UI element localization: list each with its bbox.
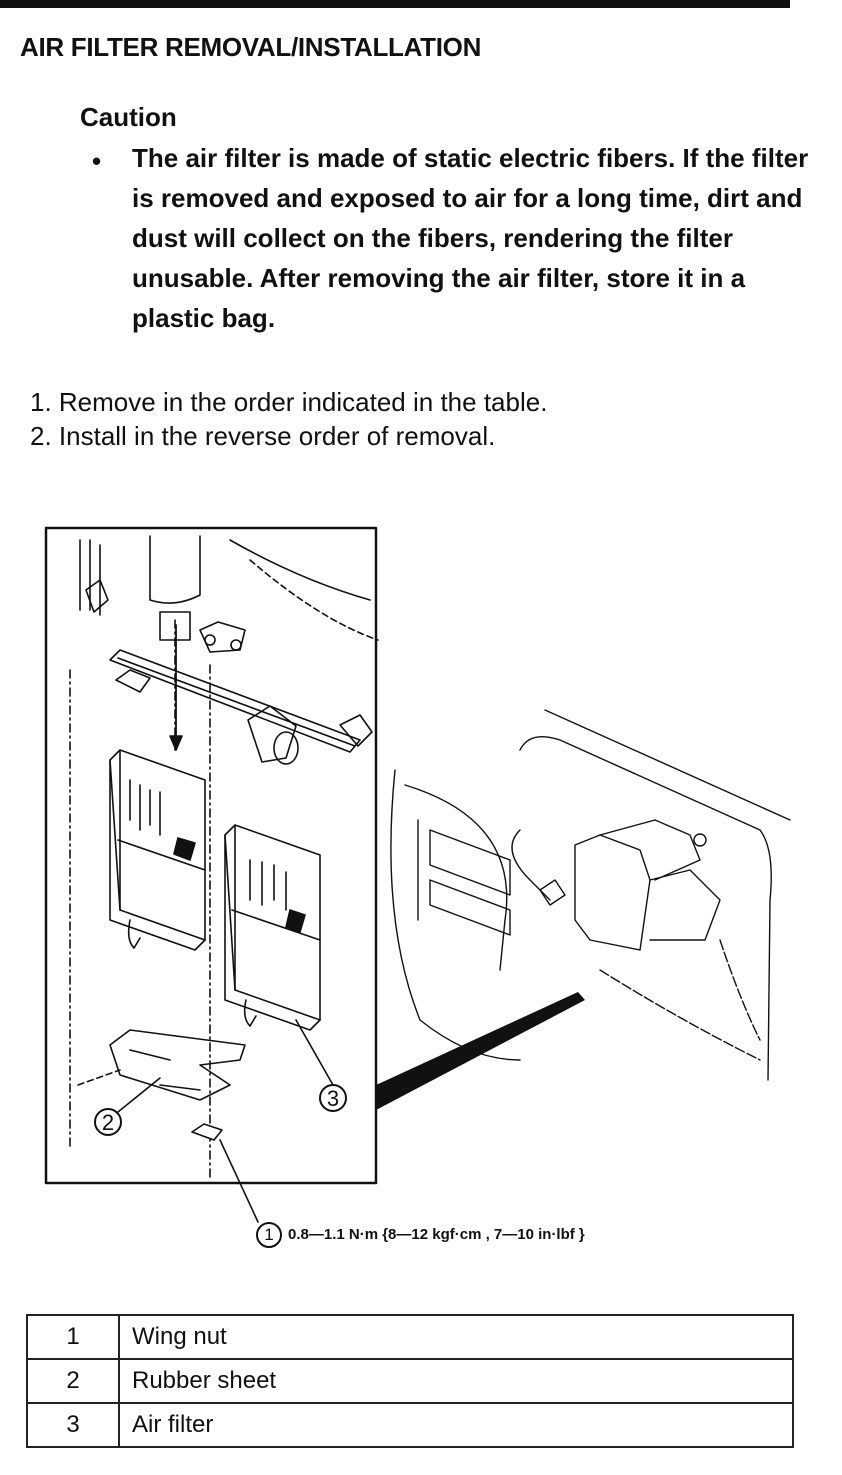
callout-3: 3: [319, 1084, 347, 1112]
step-item: 2. Install in the reverse order of remov…: [30, 421, 496, 451]
air-filter-right: [224, 824, 321, 1031]
detail-frame: [44, 526, 378, 1185]
page-title: AIR FILTER REMOVAL/INSTALLATION: [20, 32, 482, 62]
air-filter-left: [109, 749, 206, 951]
filter-housing-bracket: [79, 535, 379, 765]
caution-bullet: •: [92, 146, 102, 176]
caution-heading: Caution: [80, 102, 177, 132]
air-filter-illustration: 2 3: [44, 526, 791, 1223]
part-name: Wing nut: [118, 1314, 794, 1360]
part-name: Rubber sheet: [118, 1358, 794, 1404]
dashboard-view: [390, 709, 791, 1081]
svg-text:3: 3: [327, 1086, 339, 1111]
top-rule: [0, 0, 790, 8]
part-number: 1: [26, 1314, 120, 1360]
torque-spec: 1 0.8—1.1 N·m {8—12 kgf·cm , 7—10 in·lbf …: [256, 1222, 585, 1248]
detail-pointer: [376, 992, 585, 1110]
callout-1: 1: [256, 1222, 282, 1248]
part-name: Air filter: [118, 1402, 794, 1448]
svg-text:2: 2: [102, 1110, 114, 1135]
part-number: 2: [26, 1358, 120, 1404]
parts-table: 1 Wing nut 2 Rubber sheet 3 Air filter: [26, 1314, 794, 1448]
rubber-sheet: [77, 1029, 246, 1101]
part-number: 3: [26, 1402, 120, 1448]
table-row: 2 Rubber sheet: [26, 1358, 794, 1404]
step-item: 1. Remove in the order indicated in the …: [30, 387, 548, 417]
torque-spec-text: 0.8—1.1 N·m {8—12 kgf·cm , 7—10 in·lbf }: [288, 1225, 585, 1243]
wing-nut: [191, 1123, 223, 1141]
callout-2: 2: [94, 1108, 122, 1136]
caution-text: The air filter is made of static electri…: [132, 143, 809, 333]
table-row: 1 Wing nut: [26, 1314, 794, 1360]
steps-list: 1. Remove in the order indicated in the …: [30, 385, 547, 453]
table-row: 3 Air filter: [26, 1402, 794, 1448]
